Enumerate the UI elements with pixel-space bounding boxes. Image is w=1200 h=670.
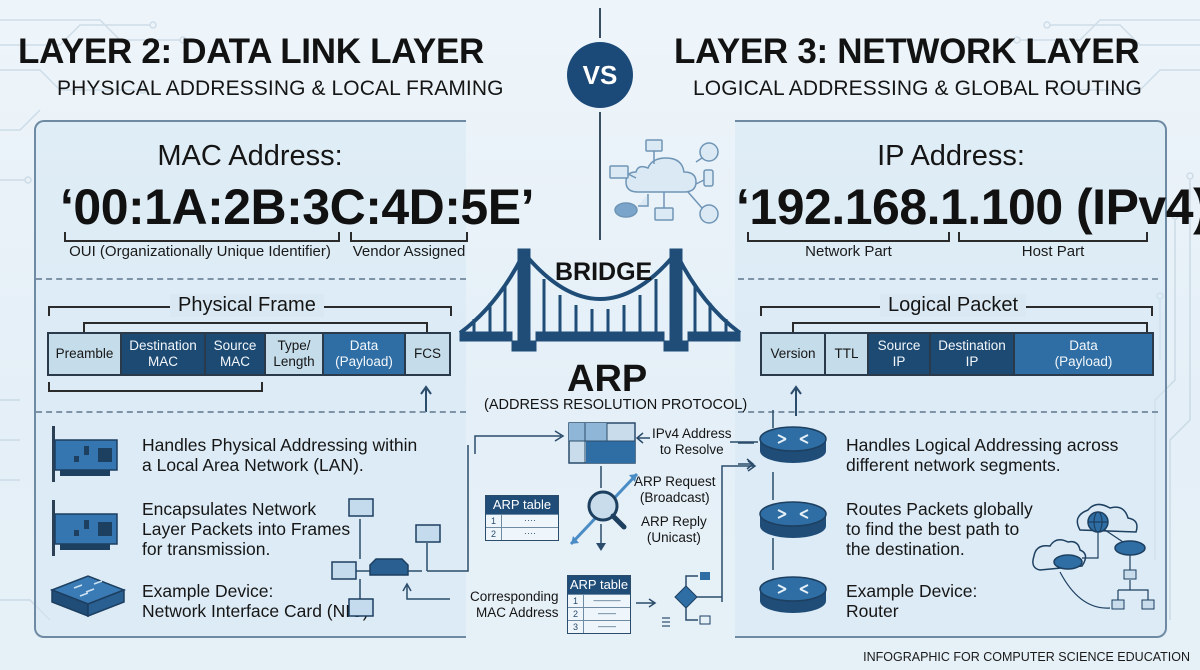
arp-table-row: 2···· [486,527,558,540]
layer2-title: LAYER 2: DATA LINK LAYER [18,32,485,71]
center-divider-top [599,8,601,38]
vs-badge: VS [567,42,633,108]
divider [738,411,1158,413]
layer3-panel [735,120,1167,638]
ip-address-label: IP Address: [877,140,1025,172]
vendor-assigned-label: Vendor Assigned [352,243,466,260]
divider [36,411,466,413]
center-divider [599,112,601,240]
layer2-panel [34,120,466,638]
router-icon [759,576,827,613]
logical-packet-title: Logical Packet [880,294,1027,317]
router-icon [759,426,827,463]
packet-field: Version [762,334,826,374]
switch-icon [49,575,127,618]
packet-field: TTL [826,334,869,374]
arp-table-large: ARP table 1——— 2—— 3—— [567,575,631,634]
frame-field: FCS [406,334,449,374]
frame-header-bracket [48,382,263,392]
router-icon [759,501,827,538]
divider [36,278,466,280]
bridge-icon [458,248,742,352]
arp-request-label: ARP Request(Broadcast) [634,474,716,505]
arp-table-row: 3—— [568,620,630,633]
arrow-left-icon [635,432,650,444]
divider [738,278,1158,280]
frame-field: Type/Length [266,334,324,374]
ip-address-value: ‘192.168.1.100 (IPv4) [736,179,1200,235]
host-part-label: Host Part [1021,243,1085,260]
arp-table-row: 2—— [568,607,630,620]
arp-table-small: ARP table 1···· 2···· [485,495,559,541]
arrow-to-router [721,460,757,602]
router-chain-line [772,410,774,570]
l3-feature-3: Example Device:Router [846,581,978,621]
mac-address-label: MAC Address: [157,140,343,172]
decision-flow-icon [662,572,722,627]
network-cloud-illustration [609,139,719,224]
arp-label: ARP [567,358,648,400]
arp-table-title: ARP table [486,496,558,514]
vendor-bracket [350,232,468,242]
frame-field: Data(Payload) [324,334,406,374]
layer3-title: LAYER 3: NETWORK LAYER [674,32,1140,71]
arrow-right-icon [636,598,657,608]
layer2-subtitle: PHYSICAL ADDRESSING & LOCAL FRAMING [57,77,504,100]
host-part-bracket [958,232,1148,242]
l2-feature-3: Example Device:Network Interface Card (N… [142,581,369,621]
layer3-subtitle: LOGICAL ADDRESSING & GLOBAL ROUTING [693,77,1142,100]
magnifier-broadcast-icon [569,466,639,551]
network-part-label: Network Part [805,243,892,260]
packet-field: Data(Payload) [1015,334,1152,374]
frame-inner-bracket [83,322,428,332]
network-card-icon [52,426,118,482]
physical-frame-title: Physical Frame [170,294,324,317]
arrow-to-grid [474,430,565,454]
arrow-link [730,441,758,443]
frame-field: Preamble [49,334,122,374]
network-part-bracket [747,232,950,242]
arrow-in-icon [738,442,755,470]
circuit-decoration-left [0,19,187,621]
arp-full-name: (ADDRESS RESOLUTION PROTOCOL) [484,397,748,413]
arp-table-row: 1···· [486,514,558,527]
internet-routing-illustration [1032,503,1155,610]
arp-table-title: ARP table [568,576,630,594]
mac-address-value: ‘00:1A:2B:3C:4D:5E’ [60,179,534,235]
oui-bracket [64,232,340,242]
arp-reply-label: ARP Reply(Unicast) [641,514,707,545]
network-card-icon [52,500,118,556]
footer-caption: INFOGRAPHIC FOR COMPUTER SCIENCE EDUCATI… [863,650,1190,664]
bridge-label: BRIDGE [555,258,653,286]
packet-inner-bracket [792,322,1148,332]
arp-table-row: 1——— [568,594,630,607]
arrow-up-icon [420,385,432,412]
data-grid-icon [568,422,636,464]
oui-label: OUI (Organizationally Unique Identifier) [69,243,331,260]
lan-topology-diagram [331,445,469,617]
